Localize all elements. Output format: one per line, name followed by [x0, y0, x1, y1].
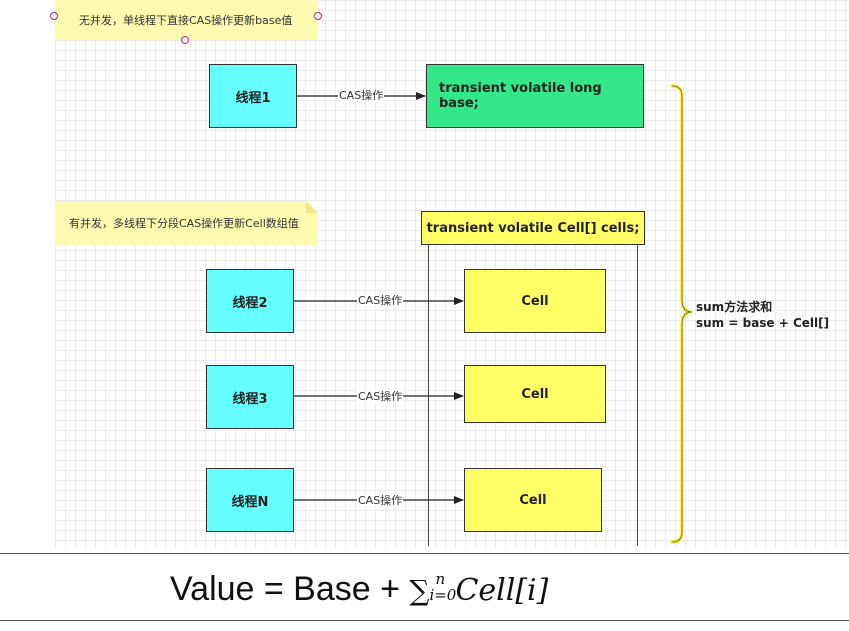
thread-n-box[interactable]: 线程N [206, 468, 294, 532]
cell-label-3: Cell [519, 492, 547, 508]
edge-label-4: CAS操作 [357, 494, 404, 507]
formula-top-rule [0, 553, 849, 554]
sum-line-2: sum = base + Cell[] [696, 316, 830, 330]
thread-3-box[interactable]: 线程3 [206, 365, 294, 429]
note-no-concurrency-text: 无并发，单线程下直接CAS操作更新base值 [79, 14, 293, 27]
cell-box-1[interactable]: Cell [464, 269, 606, 333]
formula-sigma: ∑ [409, 574, 430, 607]
cells-container-right-wall [637, 245, 638, 546]
formula-upper-limit: n [435, 570, 446, 589]
cells-array-header[interactable]: transient volatile Cell[] cells; [421, 211, 645, 245]
cell-box-2[interactable]: Cell [464, 365, 606, 423]
edge-label-1: CAS操作 [338, 89, 385, 102]
formula-bottom-rule [0, 620, 849, 621]
note-fold-corner [306, 201, 318, 213]
sum-description: sum方法求和 sum = base + Cell[] [696, 299, 829, 331]
formula-term: Cell[i] [455, 573, 549, 608]
formula-lower-limit: i=0 [429, 586, 457, 605]
note-concurrency[interactable]: 有并发，多线程下分段CAS操作更新Cell数组值 [55, 201, 318, 245]
thread-3-label: 线程3 [232, 391, 268, 407]
thread-2-label: 线程2 [232, 295, 268, 311]
thread-n-label: 线程N [231, 494, 269, 510]
cells-array-header-label: transient volatile Cell[] cells; [426, 220, 640, 236]
edge-label-2: CAS操作 [357, 294, 404, 307]
thread-1-label: 线程1 [235, 90, 271, 106]
formula-lhs: Value = Base + [170, 570, 410, 608]
note-no-concurrency[interactable]: 无并发，单线程下直接CAS操作更新base值 [55, 0, 318, 40]
resize-handle-bottom[interactable] [181, 36, 189, 44]
edge-label-3: CAS操作 [357, 390, 404, 403]
note-concurrency-text: 有并发，多线程下分段CAS操作更新Cell数组值 [69, 217, 299, 230]
cell-box-3[interactable]: Cell [464, 468, 602, 532]
resize-handle-right[interactable] [314, 12, 322, 20]
base-field-box[interactable]: transient volatile long base; [426, 64, 644, 128]
thread-2-box[interactable]: 线程2 [206, 269, 294, 333]
base-field-label: transient volatile long base; [439, 81, 602, 111]
thread-1-box[interactable]: 线程1 [209, 64, 297, 128]
sum-line-1: sum方法求和 [696, 300, 773, 314]
cells-container-left-wall [428, 245, 429, 546]
cell-label-2: Cell [521, 386, 549, 402]
cell-label-1: Cell [521, 293, 549, 309]
resize-handle-left[interactable] [50, 12, 58, 20]
